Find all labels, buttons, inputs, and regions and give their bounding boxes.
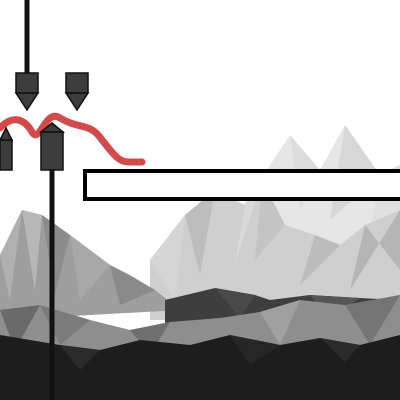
rope-pipe-top-right[interactable] — [64, 72, 90, 112]
ground — [0, 335, 400, 400]
red-rope — [0, 112, 146, 166]
rope-pipe-bottom-left[interactable] — [0, 126, 14, 171]
rope-pipe-bottom-right[interactable] — [38, 122, 66, 171]
floating-platform[interactable] — [83, 169, 400, 201]
mid-mountains — [150, 180, 400, 320]
rope-pipe-top-left[interactable] — [14, 72, 40, 112]
near-mountains-left — [0, 210, 180, 320]
